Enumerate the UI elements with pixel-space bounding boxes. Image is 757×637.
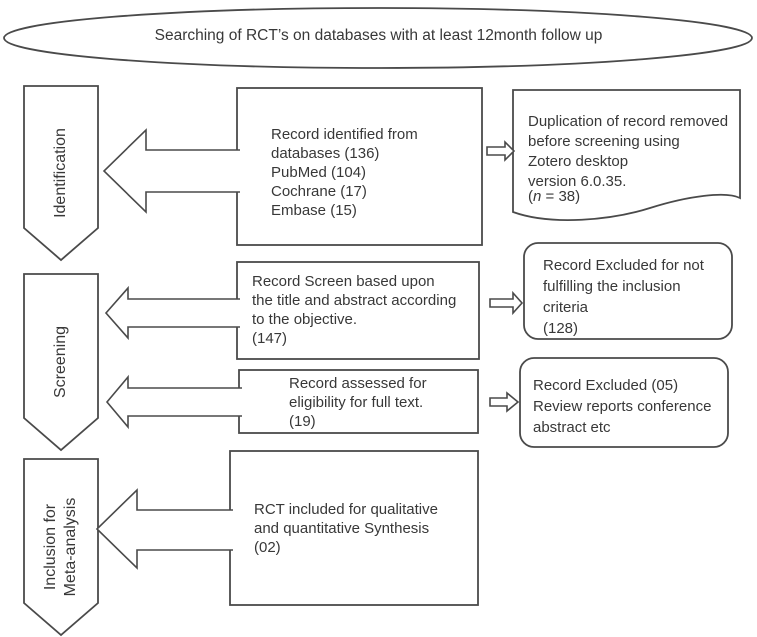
stage-pentagon-identification bbox=[23, 85, 99, 262]
stage-label-screening: Screening bbox=[52, 325, 69, 399]
box-records-screened bbox=[236, 261, 480, 360]
start-ellipse bbox=[3, 7, 753, 69]
rounded-box-excluded-screening bbox=[523, 242, 733, 340]
left-block-arrow-screening-top bbox=[104, 285, 240, 341]
text-excluded-screening: Record Excluded for not fulfilling the i… bbox=[543, 257, 704, 337]
text-duplication-removed: Duplication of record removed before scr… bbox=[528, 113, 729, 190]
n-open-paren: ( bbox=[528, 188, 533, 205]
stage-label-identification: Identification bbox=[52, 128, 69, 218]
text-records-screened: Record Screen based upon the title and a… bbox=[252, 273, 457, 347]
stage-label-inclusion: Inclusion for Meta-analysis bbox=[42, 497, 79, 597]
stage-pentagon-inclusion bbox=[23, 458, 99, 637]
right-arrow-to-excluded-fulltext bbox=[489, 391, 520, 413]
left-block-arrow-screening-bottom bbox=[105, 374, 242, 430]
box-records-identified bbox=[236, 87, 483, 246]
text-excluded-fulltext: Record Excluded (05) Review reports conf… bbox=[533, 377, 712, 436]
text-duplication-n-count: (n = 38) bbox=[528, 187, 580, 207]
rounded-box-excluded-fulltext bbox=[519, 357, 729, 448]
document-duplication-removed bbox=[512, 89, 741, 221]
stage-pentagon-screening bbox=[23, 273, 99, 452]
text-records-assessed: Record assessed for eligibility for full… bbox=[289, 375, 427, 430]
diagram-title: Searching of RCT’s on databases with at … bbox=[154, 27, 603, 44]
n-value: = 38) bbox=[541, 188, 581, 205]
right-arrow-to-excluded-screening bbox=[489, 290, 524, 316]
text-records-identified: Record identified from databases (136) P… bbox=[271, 126, 418, 219]
text-rct-included: RCT included for qualitative and quantit… bbox=[254, 501, 438, 556]
n-symbol: n bbox=[533, 188, 542, 205]
box-rct-included bbox=[229, 450, 479, 606]
left-block-arrow-identification bbox=[102, 128, 240, 214]
right-arrow-to-duplication bbox=[486, 140, 516, 162]
left-block-arrow-inclusion bbox=[95, 488, 233, 570]
